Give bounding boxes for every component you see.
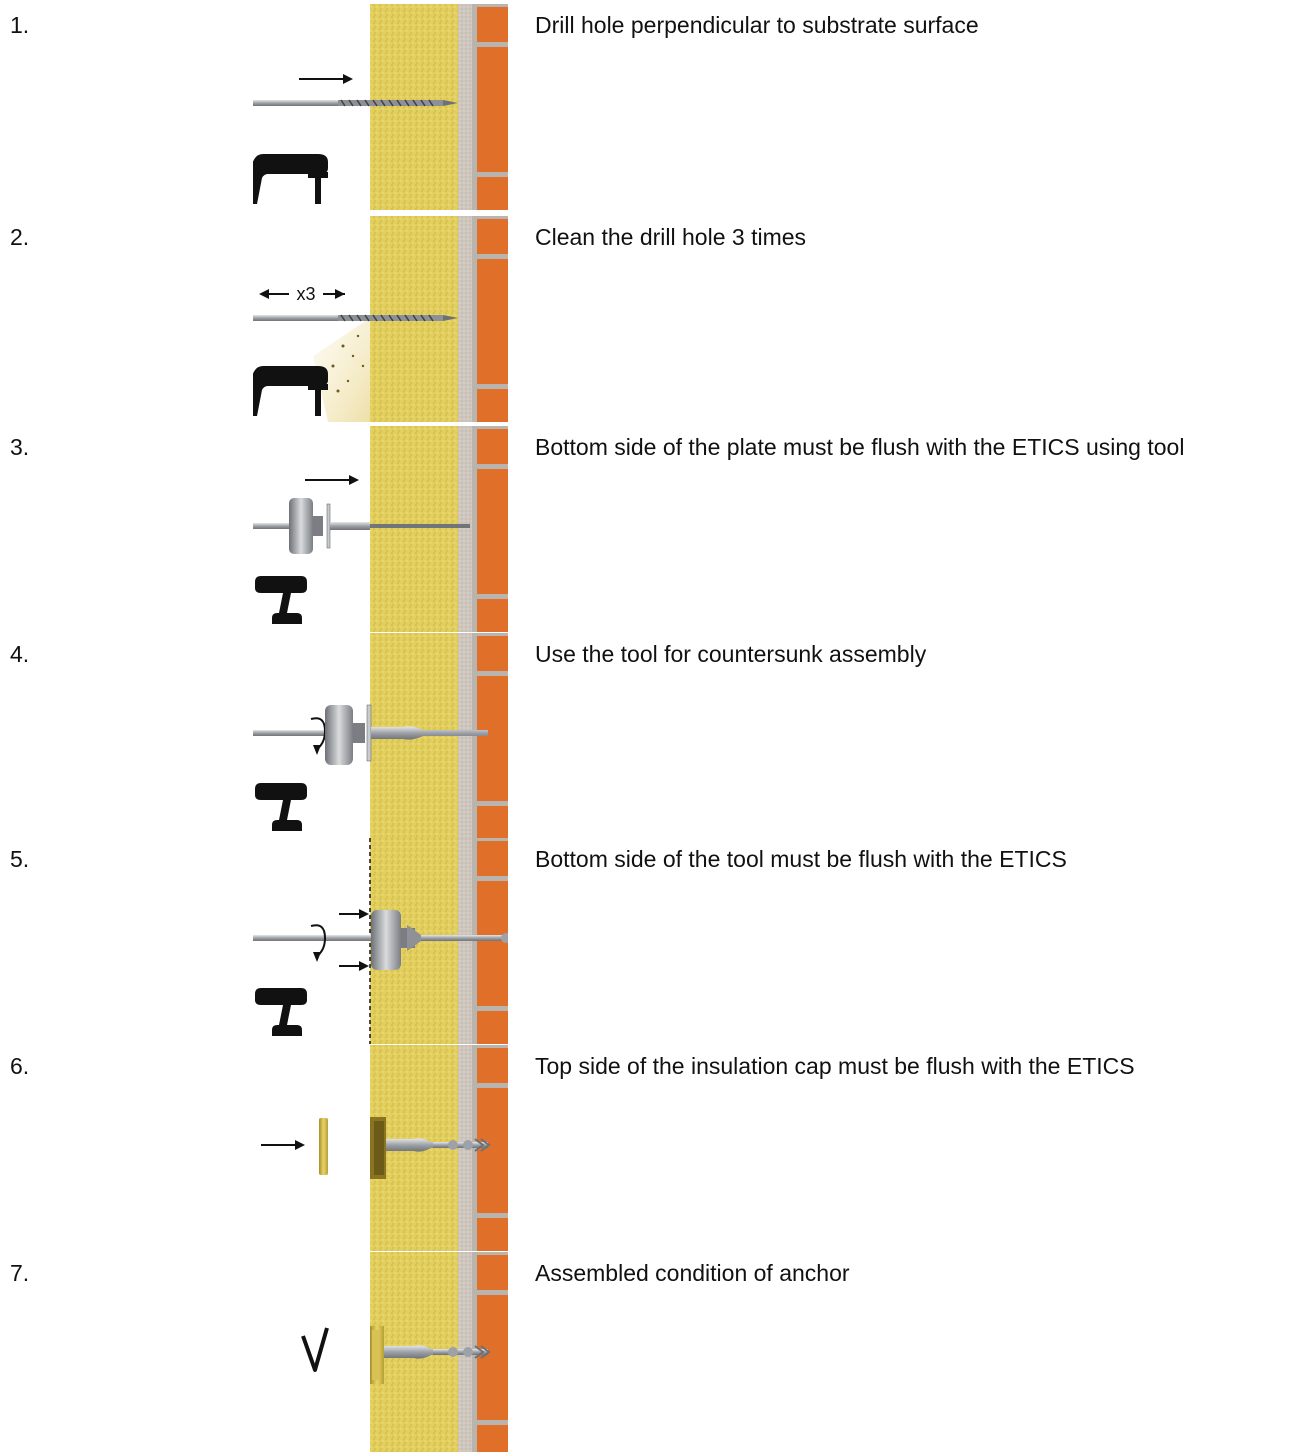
step-number: 4. — [10, 641, 30, 667]
cordless-drill-icon — [255, 988, 307, 1036]
insulation-cap-illustration — [253, 1045, 508, 1251]
cordless-drill-icon — [255, 783, 307, 831]
step-description: Top side of the insulation cap must be f… — [535, 1053, 1135, 1079]
arrow-right-icon — [304, 474, 360, 486]
step-description: Clean the drill hole 3 times — [535, 224, 807, 250]
drill-hole-illustration — [253, 4, 508, 210]
rotation-arrow-icon — [310, 924, 326, 963]
hammer-drill-icon — [253, 366, 328, 416]
step-description: Bottom side of the tool must be flush wi… — [535, 846, 1067, 872]
clean-hole-illustration: x3 — [253, 216, 508, 422]
step-description: Bottom side of the plate must be flush w… — [535, 434, 1185, 460]
step-number: 7. — [10, 1260, 30, 1286]
repeat-count-label: x3 — [296, 284, 315, 304]
step-5: 5. Bottom side of the tool must be flush… — [0, 838, 1306, 1044]
insulation-cap — [319, 1118, 328, 1175]
tool-flush-illustration — [253, 838, 508, 1044]
setting-tool — [289, 498, 313, 554]
checkmark-icon — [301, 1327, 329, 1372]
arrow-right-icon — [298, 73, 354, 85]
arrow-right-icon — [261, 1140, 305, 1150]
setting-tool — [325, 705, 353, 765]
step-number: 3. — [10, 434, 30, 460]
step-1: 1. Drill hole perpendicular to substrate… — [0, 4, 1306, 210]
step-6: 6. Top side of the insulation cap must b… — [0, 1045, 1306, 1251]
arrow-right-icon — [339, 909, 369, 919]
step-2: 2. x3 Clean the drill hole 3 times — [0, 216, 1306, 422]
countersink-illustration — [253, 633, 508, 839]
insert-anchor-illustration — [253, 426, 508, 632]
cordless-drill-icon — [255, 576, 307, 624]
step-number: 6. — [10, 1053, 30, 1079]
assembled-anchor-illustration — [253, 1252, 508, 1452]
setting-tool — [371, 910, 401, 970]
step-number: 2. — [10, 224, 30, 250]
back-and-forth-arrow-icon: x3 — [259, 282, 345, 304]
arrow-right-icon — [339, 961, 369, 971]
rotation-arrow-icon — [310, 717, 326, 756]
step-number: 1. — [10, 12, 30, 38]
step-description: Use the tool for countersunk assembly — [535, 641, 927, 667]
hammer-drill-icon — [253, 154, 328, 204]
step-7: 7. Assembled condition of anchor — [0, 1252, 1306, 1452]
step-4: 4. Use the tool for countersunk assembly — [0, 633, 1306, 839]
step-description: Assembled condition of anchor — [535, 1260, 850, 1286]
step-3: 3. Bottom side of the plate must be flus… — [0, 426, 1306, 632]
step-description: Drill hole perpendicular to substrate su… — [535, 12, 979, 38]
step-number: 5. — [10, 846, 30, 872]
